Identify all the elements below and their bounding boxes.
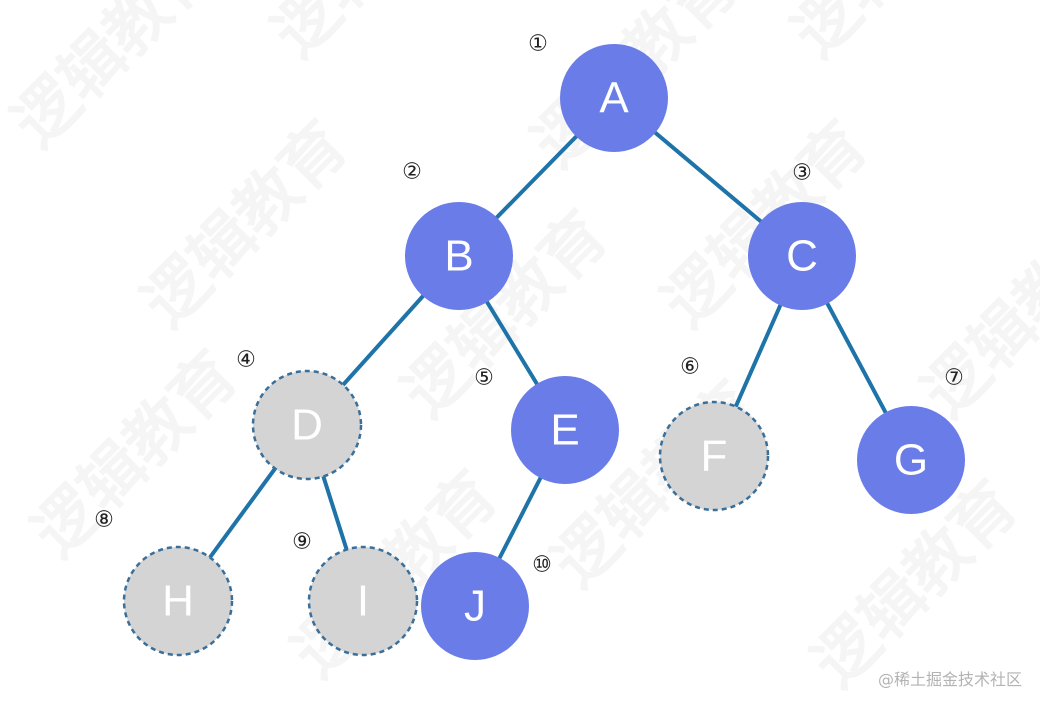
index-marker-f: ⑥ xyxy=(680,355,700,380)
footer-credit: @稀土掘金技术社区 xyxy=(877,670,1022,689)
index-number: ④ xyxy=(236,348,256,373)
node-label: G xyxy=(894,436,928,485)
filled-node-circle xyxy=(511,376,619,484)
node-label: F xyxy=(701,432,728,481)
index-number: ⑩ xyxy=(532,553,552,578)
node-f: F xyxy=(658,400,770,512)
filled-node-circle xyxy=(748,202,856,310)
node-label: C xyxy=(786,232,818,281)
index-number: ⑤ xyxy=(474,366,494,391)
watermark-text: 逻辑教育 xyxy=(0,0,232,161)
node-g: G xyxy=(857,406,965,514)
empty-node-circle xyxy=(251,369,363,481)
empty-node-circle xyxy=(658,400,770,512)
index-number: ① xyxy=(528,32,548,57)
node-label: A xyxy=(599,74,629,123)
index-marker-a: ① xyxy=(528,32,548,57)
node-b: B xyxy=(405,202,513,310)
watermark-text: 逻辑教育 xyxy=(129,108,362,341)
index-number: ⑧ xyxy=(94,508,114,533)
node-label: I xyxy=(357,577,369,626)
index-number: ⑥ xyxy=(680,355,700,380)
index-marker-c: ③ xyxy=(792,161,812,186)
node-label: D xyxy=(291,401,323,450)
node-e: E xyxy=(511,376,619,484)
watermark-text: 逻辑教育 xyxy=(259,0,492,71)
empty-node-circle xyxy=(122,545,234,657)
node-label: J xyxy=(464,582,486,631)
filled-node-circle xyxy=(405,202,513,310)
filled-node-circle xyxy=(857,406,965,514)
index-marker-d: ④ xyxy=(236,348,256,373)
node-layer: A B C D E F G H I J xyxy=(122,44,965,660)
index-number: ③ xyxy=(792,161,812,186)
filled-node-circle xyxy=(560,44,668,152)
node-j: J xyxy=(421,552,529,660)
index-number: ⑦ xyxy=(944,366,964,391)
index-number: ② xyxy=(402,160,422,185)
index-marker-h: ⑧ xyxy=(94,508,114,533)
node-c: C xyxy=(748,202,856,310)
watermark-text: 逻辑教育 xyxy=(19,338,252,571)
node-d: D xyxy=(251,369,363,481)
node-label: B xyxy=(444,232,473,281)
index-marker-g: ⑦ xyxy=(944,366,964,391)
node-label: H xyxy=(162,577,194,626)
index-marker-b: ② xyxy=(402,160,422,185)
node-h: H xyxy=(122,545,234,657)
index-number: ⑨ xyxy=(292,530,312,555)
filled-node-circle xyxy=(421,552,529,660)
node-i: I xyxy=(307,545,419,657)
node-label: E xyxy=(550,406,579,455)
empty-node-circle xyxy=(307,545,419,657)
index-layer: ① ② ③ ④ ⑤ ⑥ ⑦ ⑧ ⑨ ⑩ xyxy=(94,32,964,578)
index-marker-e: ⑤ xyxy=(474,366,494,391)
node-a: A xyxy=(560,44,668,152)
index-marker-j: ⑩ xyxy=(532,553,552,578)
index-marker-i: ⑨ xyxy=(292,530,312,555)
watermark-text: 逻辑教育 xyxy=(909,198,1040,431)
watermark-text: 逻辑教育 xyxy=(779,0,1012,71)
